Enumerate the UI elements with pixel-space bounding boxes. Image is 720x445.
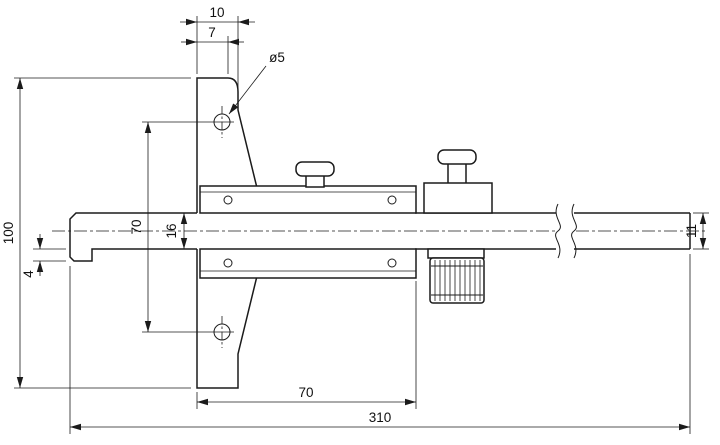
dim-label-overall-length: 310 [369,410,392,425]
rivet [223,258,233,268]
dim-label-top-width: 10 [209,5,224,20]
dim-tip-width: 7 [181,25,244,74]
clamp-screw-left [295,161,335,188]
lower-rail [199,248,417,279]
roller-bridge [427,248,485,259]
dim-hole-diameter: ø5 [228,50,285,115]
dim-hook-depth: 4 [21,234,66,278]
break-symbol [555,203,577,259]
dim-beam-height: 11 [684,212,709,250]
dim-label-beam-height: 11 [684,224,699,238]
upper-rail [199,185,417,214]
dim-top-width: 10 [180,5,255,88]
dim-label-slot-height: 16 [164,223,179,238]
rivet [223,195,233,205]
hook-tip [69,212,197,262]
guide-rails [199,185,417,279]
dim-overall-length: 310 [69,254,691,434]
rivet [387,195,397,205]
dim-label-hole-diameter: ø5 [269,50,285,65]
dim-slot-height: 16 [164,213,188,249]
clamp-screw-right [437,149,477,165]
dim-label-hook-depth: 4 [21,270,36,278]
dim-label-base-height: 100 [1,222,16,245]
dim-base-length: 70 [196,281,417,409]
fine-adjust-carriage [423,149,493,304]
rivet [387,258,397,268]
dim-hole-spacing: 70 [129,121,234,333]
dim-label-hole-spacing: 70 [129,219,144,234]
dim-label-base-length: 70 [298,385,313,400]
fine-adjust-block [423,182,493,214]
dim-base-height: 100 [1,77,191,389]
thumb-roller [429,257,485,304]
clamp-screw-right-neck [447,162,467,185]
dim-label-tip-width: 7 [208,25,216,40]
